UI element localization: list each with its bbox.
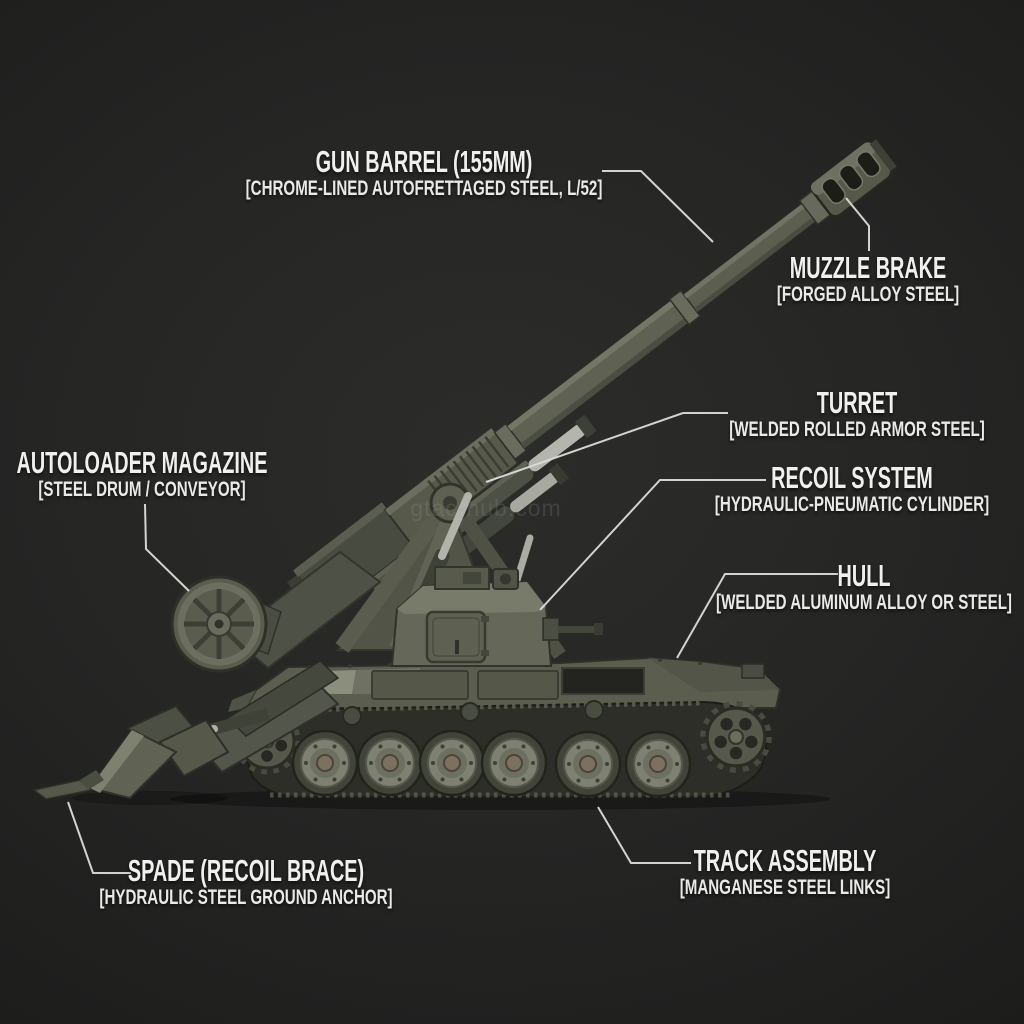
label-recoil-system-title: RECOIL SYSTEM (771, 460, 933, 495)
label-turret: TURRET [WELDED ROLLED ARMOR STEEL] (679, 385, 1024, 442)
leader-line-track (597, 806, 691, 864)
label-recoil-system-subtitle: [HYDRAULIC-PNEUMATIC CYLINDER] (714, 493, 990, 517)
label-hull: HULL [WELDED ALUMINUM ALLOY OR STEEL] (658, 558, 1024, 615)
label-muzzle-brake-subtitle: [FORGED ALLOY STEEL] (776, 283, 960, 307)
label-turret-title: TURRET (816, 385, 898, 420)
label-turret-subtitle: [WELDED ROLLED ARMOR STEEL] (729, 418, 985, 442)
spade-hydraulic-casing (208, 708, 270, 736)
muzzle-brake-part (810, 139, 897, 218)
leader-line-autoloader (144, 503, 190, 592)
label-gun-barrel: GUN BARREL (155MM) [CHROME-LINED AUTOFRE… (176, 144, 671, 201)
label-track-assembly: TRACK ASSEMBLY [MANGANESE STEEL LINKS] (639, 843, 931, 900)
road-wheel (480, 729, 548, 797)
elevation-ram-rod (438, 492, 472, 560)
leader-line-turret (485, 412, 728, 483)
spade-foot-plate (32, 779, 94, 800)
leader-lines (67, 170, 870, 874)
label-track-assembly-subtitle: [MANGANESE STEEL LINKS] (679, 876, 891, 900)
spade-blade (88, 728, 178, 800)
barrel-mid-tube (506, 299, 689, 450)
road-wheel (356, 729, 424, 797)
hull-panel (477, 670, 559, 700)
label-spade: SPADE (RECOIL BRACE) [HYDRAULIC STEEL GR… (42, 853, 449, 910)
leader-line-hull (676, 573, 838, 659)
label-muzzle-brake-title: MUZZLE BRAKE (789, 250, 947, 285)
leader-line-recoil-system (539, 479, 766, 611)
label-recoil-system: RECOIL SYSTEM [HYDRAULIC-PNEUMATIC CYLIN… (661, 460, 1024, 517)
label-hull-subtitle: [WELDED ALUMINUM ALLOY OR STEEL] (716, 591, 1012, 615)
drum-spokes (184, 589, 254, 659)
label-spade-title: SPADE (RECOIL BRACE) (127, 853, 365, 888)
label-gun-barrel-title: GUN BARREL (155MM) (315, 144, 533, 179)
rear-stowage-bin (561, 667, 645, 695)
road-wheel (624, 730, 692, 798)
leader-line-muzzle-brake (845, 197, 870, 251)
road-wheel (291, 729, 359, 797)
label-muzzle-brake: MUZZLE BRAKE [FORGED ALLOY STEEL] (741, 250, 994, 307)
label-autoloader-magazine: AUTOLOADER MAGAZINE [STEEL DRUM / CONVEY… (0, 445, 338, 502)
spade-ground-shadow (72, 791, 228, 805)
label-track-assembly-title: TRACK ASSEMBLY (693, 843, 877, 878)
label-autoloader-magazine-title: AUTOLOADER MAGAZINE (16, 445, 268, 480)
spade-assembly (32, 660, 340, 800)
watermark-text: gtac-hub.com (410, 495, 562, 521)
label-autoloader-magazine-subtitle: [STEEL DRUM / CONVEYOR] (38, 478, 246, 502)
road-wheel (418, 729, 486, 797)
machine-gun (558, 626, 596, 633)
cab-door (425, 610, 487, 664)
turret-cab (390, 566, 603, 667)
hull-body (228, 656, 782, 712)
road-wheel (554, 730, 622, 798)
hull-panel (371, 670, 469, 700)
label-hull-title: HULL (837, 558, 891, 593)
leader-line-spade (67, 801, 131, 874)
autoloader-drum (170, 550, 382, 673)
leader-line-gun-barrel (602, 170, 714, 243)
label-spade-subtitle: [HYDRAULIC STEEL GROUND ANCHOR] (99, 886, 393, 910)
label-gun-barrel-subtitle: [CHROME-LINED AUTOFRETTAGED STEEL, L/52] (245, 177, 603, 201)
